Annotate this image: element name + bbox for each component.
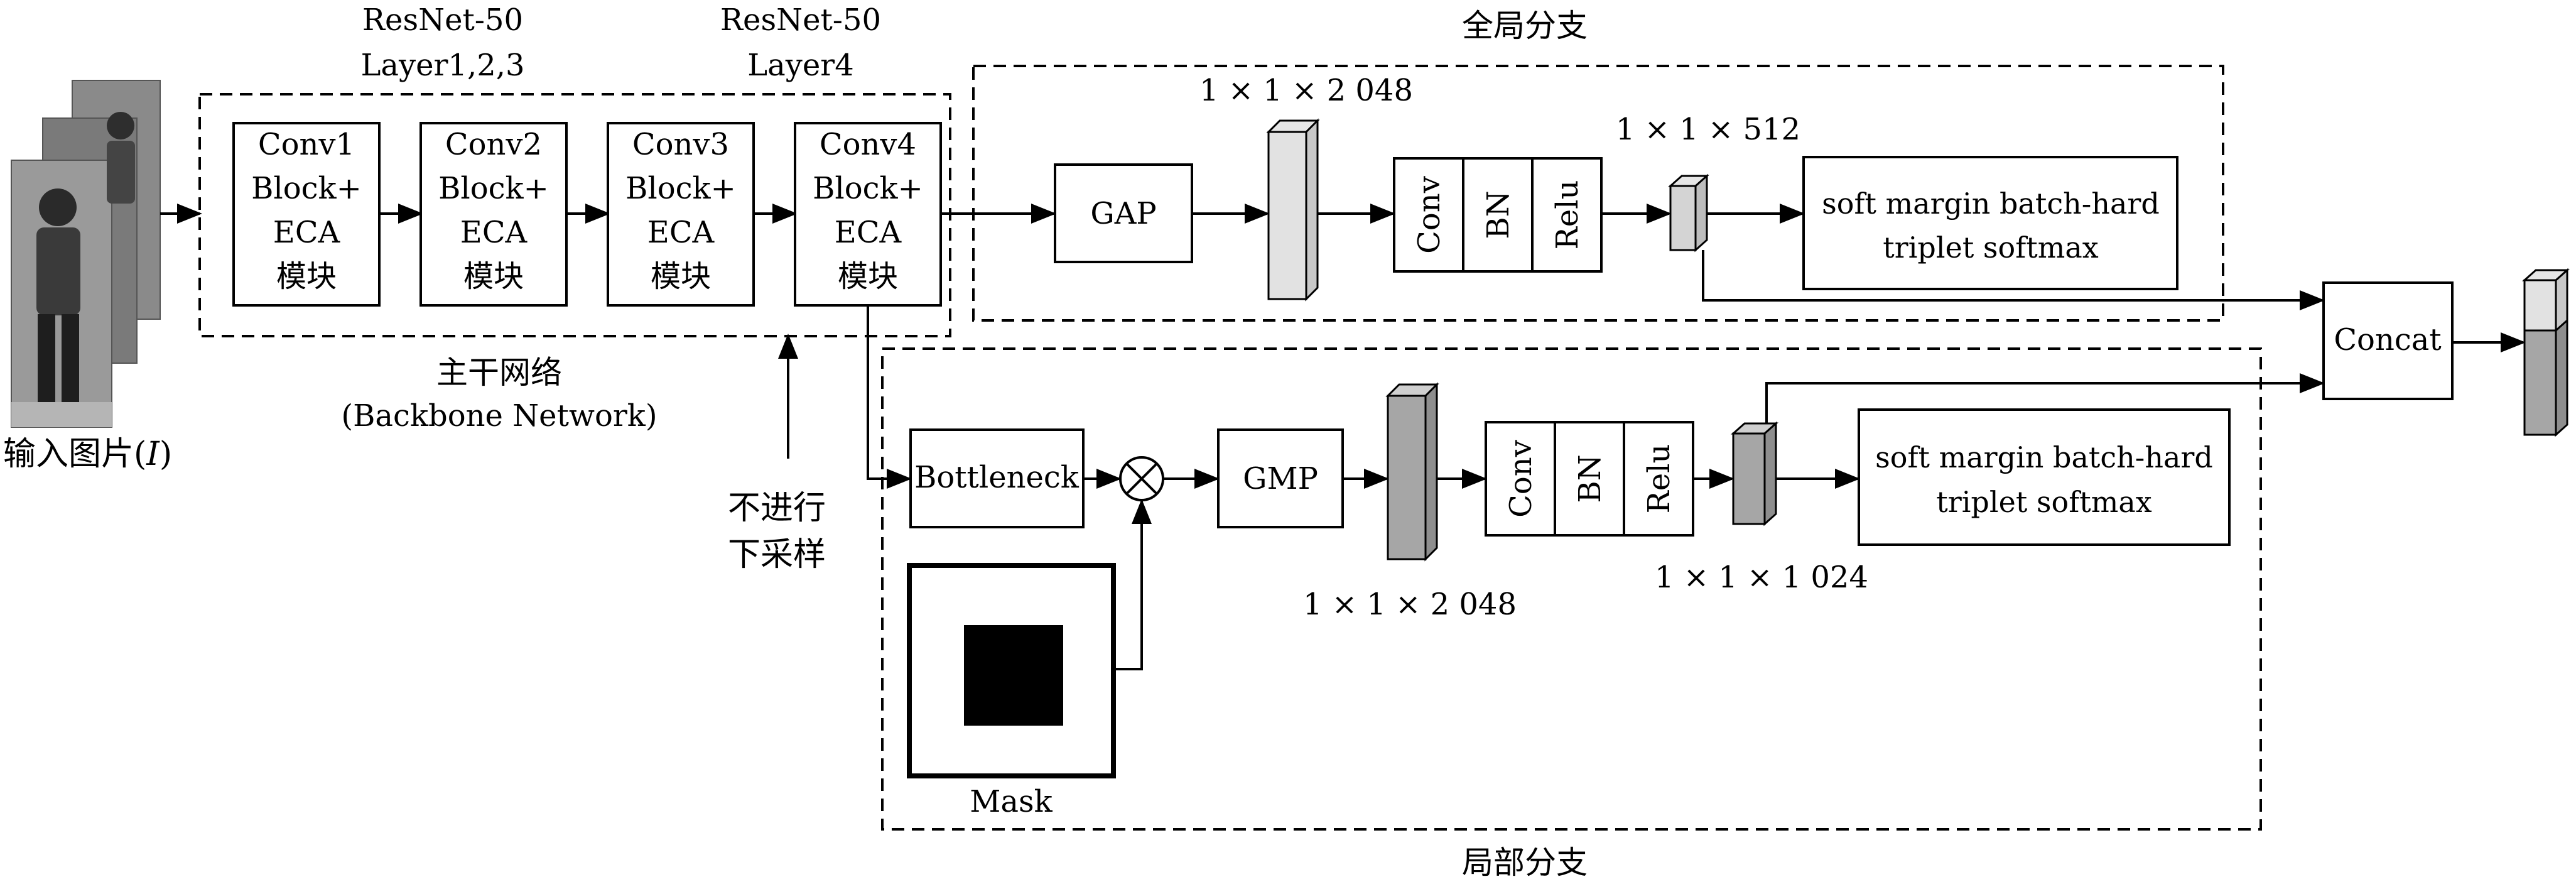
gmp-label: GMP	[1243, 461, 1318, 496]
input-label: 输入图片(I)	[3, 435, 172, 473]
local-bn-label: BN	[1572, 454, 1608, 503]
arrow-local-to-concat	[1765, 373, 2325, 423]
global-conv-bn-relu: Conv BN Relu	[1393, 157, 1603, 273]
bottleneck-label: Bottleneck	[914, 460, 1080, 495]
global-loss-box	[1802, 156, 2178, 290]
global-feature1-block	[1266, 118, 1320, 302]
svg-text:ECA: ECA	[647, 215, 715, 250]
svg-text:模块: 模块	[463, 259, 524, 294]
global-feature1-dim: 1 × 1 × 2 048	[1199, 73, 1413, 108]
arrow-backbone-to-bottleneck	[867, 305, 912, 489]
local-feature2-dim: 1 × 1 × 1 024	[1655, 560, 1868, 595]
input-images: 输入图片(I)	[3, 80, 172, 473]
local-loss-line1: soft margin batch-hard	[1875, 440, 2213, 474]
svg-text:模块: 模块	[276, 259, 337, 294]
global-feature2-dim: 1 × 1 × 512	[1616, 112, 1800, 147]
global-branch: 全局分支 GAP 1 × 1 × 2 048 Conv BN Relu 1 × …	[941, 8, 2325, 322]
svg-text:Conv2: Conv2	[445, 127, 542, 162]
gap-box	[1054, 163, 1193, 263]
no-downsample-label-line1: 不进行	[728, 489, 826, 527]
backbone-header-1-line2: Layer1,2,3	[360, 48, 524, 83]
svg-text:Block+: Block+	[251, 171, 362, 206]
local-branch-title: 局部分支	[1462, 844, 1588, 881]
global-branch-title: 全局分支	[1462, 8, 1588, 44]
local-relu-label: Relu	[1642, 444, 1677, 514]
backbone-block-conv2: Conv2 Block+ ECA 模块	[419, 122, 568, 307]
backbone-header-2-line2: Layer4	[747, 48, 854, 83]
mask-image	[907, 563, 1116, 778]
svg-text:Block+: Block+	[813, 171, 923, 206]
svg-text:Block+: Block+	[438, 171, 549, 206]
svg-text:ECA: ECA	[273, 215, 341, 250]
global-bn-label: BN	[1481, 190, 1516, 239]
local-branch: 局部分支 Bottleneck Mask GMP 1 × 1 × 2 048	[867, 305, 2325, 881]
svg-text:Conv3: Conv3	[632, 127, 729, 162]
gap-label: GAP	[1090, 196, 1156, 231]
svg-text:Conv4: Conv4	[820, 127, 916, 162]
svg-text:Conv1: Conv1	[258, 127, 355, 162]
local-loss-line2: triplet softmax	[1936, 485, 2152, 519]
svg-text:ECA: ECA	[835, 215, 902, 250]
backbone-network: ResNet-50 Layer1,2,3 ResNet-50 Layer4 Co…	[198, 3, 951, 574]
backbone-caption-line2: (Backbone Network)	[341, 398, 657, 434]
gmp-box	[1217, 428, 1344, 528]
bottleneck-box	[909, 428, 1085, 528]
local-feature1-dim: 1 × 1 × 2 048	[1303, 587, 1517, 622]
output-feature-block	[2522, 268, 2570, 437]
global-loss-line1: soft margin batch-hard	[1822, 187, 2160, 221]
no-downsample-label-line2: 下采样	[728, 536, 826, 574]
arrow-mask-to-multiply	[1113, 499, 1152, 670]
global-branch-dashed-border	[972, 65, 2224, 322]
concat-box	[2322, 281, 2454, 400]
backbone-header-2-line1: ResNet-50	[720, 3, 881, 38]
backbone-block-conv1: Conv1 Block+ ECA 模块	[232, 122, 381, 307]
person-silhouette	[11, 188, 112, 427]
backbone-block-conv4: Conv4 Block+ ECA 模块	[794, 122, 942, 307]
global-loss-line2: triplet softmax	[1883, 231, 2099, 265]
local-feature2-block	[1731, 421, 1778, 526]
local-feature1-block	[1385, 382, 1439, 562]
global-relu-label: Relu	[1550, 180, 1585, 250]
multiply-operator	[1119, 456, 1164, 501]
arrow-global-to-concat	[1702, 250, 2325, 310]
local-loss-box	[1858, 408, 2231, 546]
backbone-header-1-line1: ResNet-50	[362, 3, 523, 38]
backbone-caption-line1: 主干网络	[436, 354, 562, 391]
person-silhouette-back	[107, 112, 135, 204]
local-branch-dashed-border	[881, 347, 2262, 831]
backbone-block-conv3: Conv3 Block+ ECA 模块	[607, 122, 755, 307]
svg-text:ECA: ECA	[460, 215, 528, 250]
global-conv-label: Conv	[1412, 176, 1447, 254]
svg-text:模块: 模块	[651, 259, 711, 294]
mask-label: Mask	[970, 784, 1053, 819]
concat-label: Concat	[2334, 322, 2441, 357]
svg-text:模块: 模块	[838, 259, 898, 294]
concat-section: Concat	[2322, 268, 2570, 437]
global-feature2-block	[1668, 173, 1709, 253]
local-conv-label: Conv	[1503, 440, 1539, 518]
backbone-dashed-border	[198, 93, 951, 337]
local-conv-bn-relu: Conv BN Relu	[1485, 421, 1694, 537]
svg-text:Block+: Block+	[625, 171, 736, 206]
